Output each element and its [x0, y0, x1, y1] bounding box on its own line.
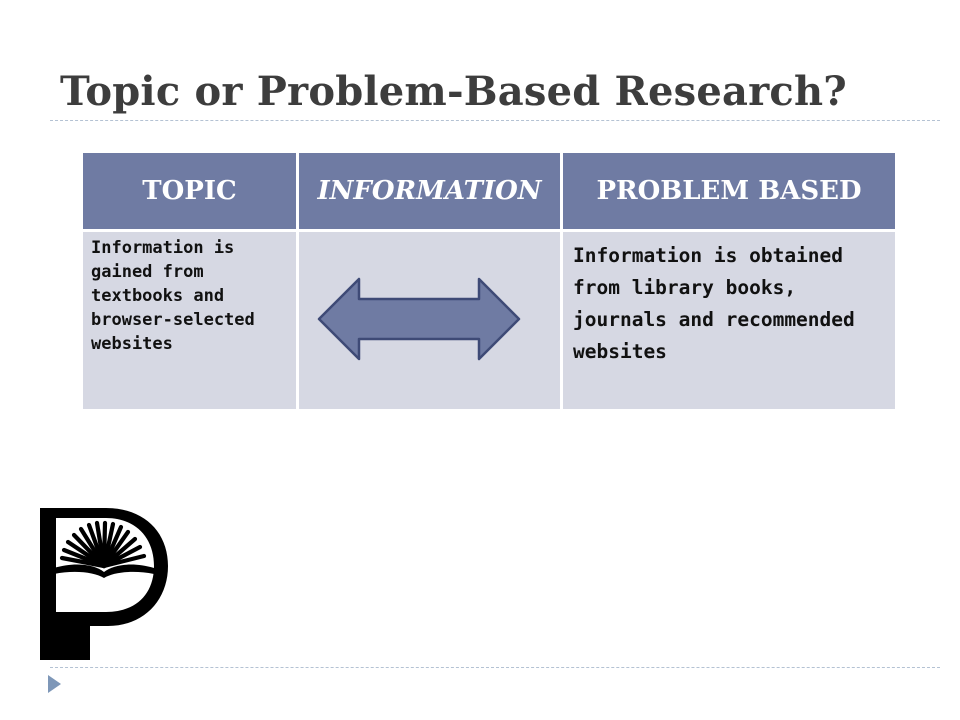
- slide-title: Topic or Problem-Based Research?: [60, 68, 847, 115]
- table-header-row: TOPIC INFORMATION PROBLEM BASED: [80, 150, 898, 232]
- p-book-logo-icon: [40, 508, 168, 660]
- header-problem-based: PROBLEM BASED: [560, 150, 898, 232]
- table-row: Information is gained from textbooks and…: [80, 229, 898, 412]
- header-information: INFORMATION: [296, 150, 563, 232]
- problem-based-description: Information is obtained from library boo…: [560, 229, 898, 412]
- footer-divider: [50, 667, 940, 668]
- header-topic: TOPIC: [80, 150, 299, 232]
- information-cell: [296, 229, 563, 412]
- topic-description: Information is gained from textbooks and…: [80, 229, 299, 412]
- bullet-triangle-icon: [48, 675, 61, 693]
- title-divider: [50, 120, 940, 121]
- double-headed-arrow-icon: [317, 277, 521, 361]
- comparison-table: TOPIC INFORMATION PROBLEM BASED Informat…: [80, 150, 898, 412]
